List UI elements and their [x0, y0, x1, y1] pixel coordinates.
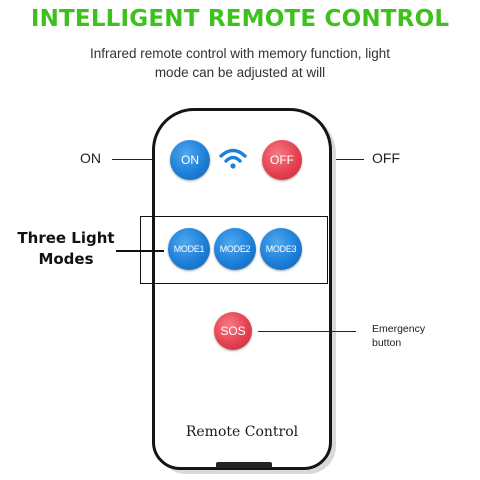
mode1-button-label: MODE1 [173, 244, 205, 254]
mode3-button-label: MODE3 [265, 244, 297, 254]
on-button[interactable]: ON [170, 140, 210, 180]
emergency-callout-line-1: Emergency [372, 323, 426, 335]
emergency-callout-line-2: button [372, 337, 402, 349]
emergency-callout-line [258, 331, 356, 332]
off-button[interactable]: OFF [262, 140, 302, 180]
modes-callout-line-1: Three Light [17, 229, 115, 247]
mode2-button-label: MODE2 [219, 244, 251, 254]
modes-callout-line-2: Modes [38, 250, 94, 268]
remote-brand-text: Remote Control [185, 424, 299, 440]
subtitle-line-2: mode can be adjusted at will [154, 65, 326, 80]
on-callout-line [112, 159, 178, 160]
off-callout-label: OFF [372, 150, 400, 166]
mode2-button[interactable]: MODE2 [214, 228, 256, 270]
battery-notch [216, 462, 272, 468]
mode3-button[interactable]: MODE3 [260, 228, 302, 270]
sos-button-label: SOS [220, 324, 246, 338]
subtitle: Infrared remote control with memory func… [40, 44, 440, 82]
headline: INTELLIGENT REMOTE CONTROL [30, 6, 450, 32]
mode1-button[interactable]: MODE1 [168, 228, 210, 270]
off-button-label: OFF [270, 153, 294, 167]
subtitle-line-1: Infrared remote control with memory func… [89, 46, 391, 61]
sos-button[interactable]: SOS [214, 312, 252, 350]
on-callout-label: ON [80, 150, 101, 166]
on-button-label: ON [181, 153, 199, 167]
modes-callout-line [116, 250, 164, 252]
modes-callout-label: Three Light Modes [6, 228, 126, 270]
wifi-signal-icon [219, 148, 247, 169]
emergency-callout-label: Emergency button [372, 322, 425, 350]
